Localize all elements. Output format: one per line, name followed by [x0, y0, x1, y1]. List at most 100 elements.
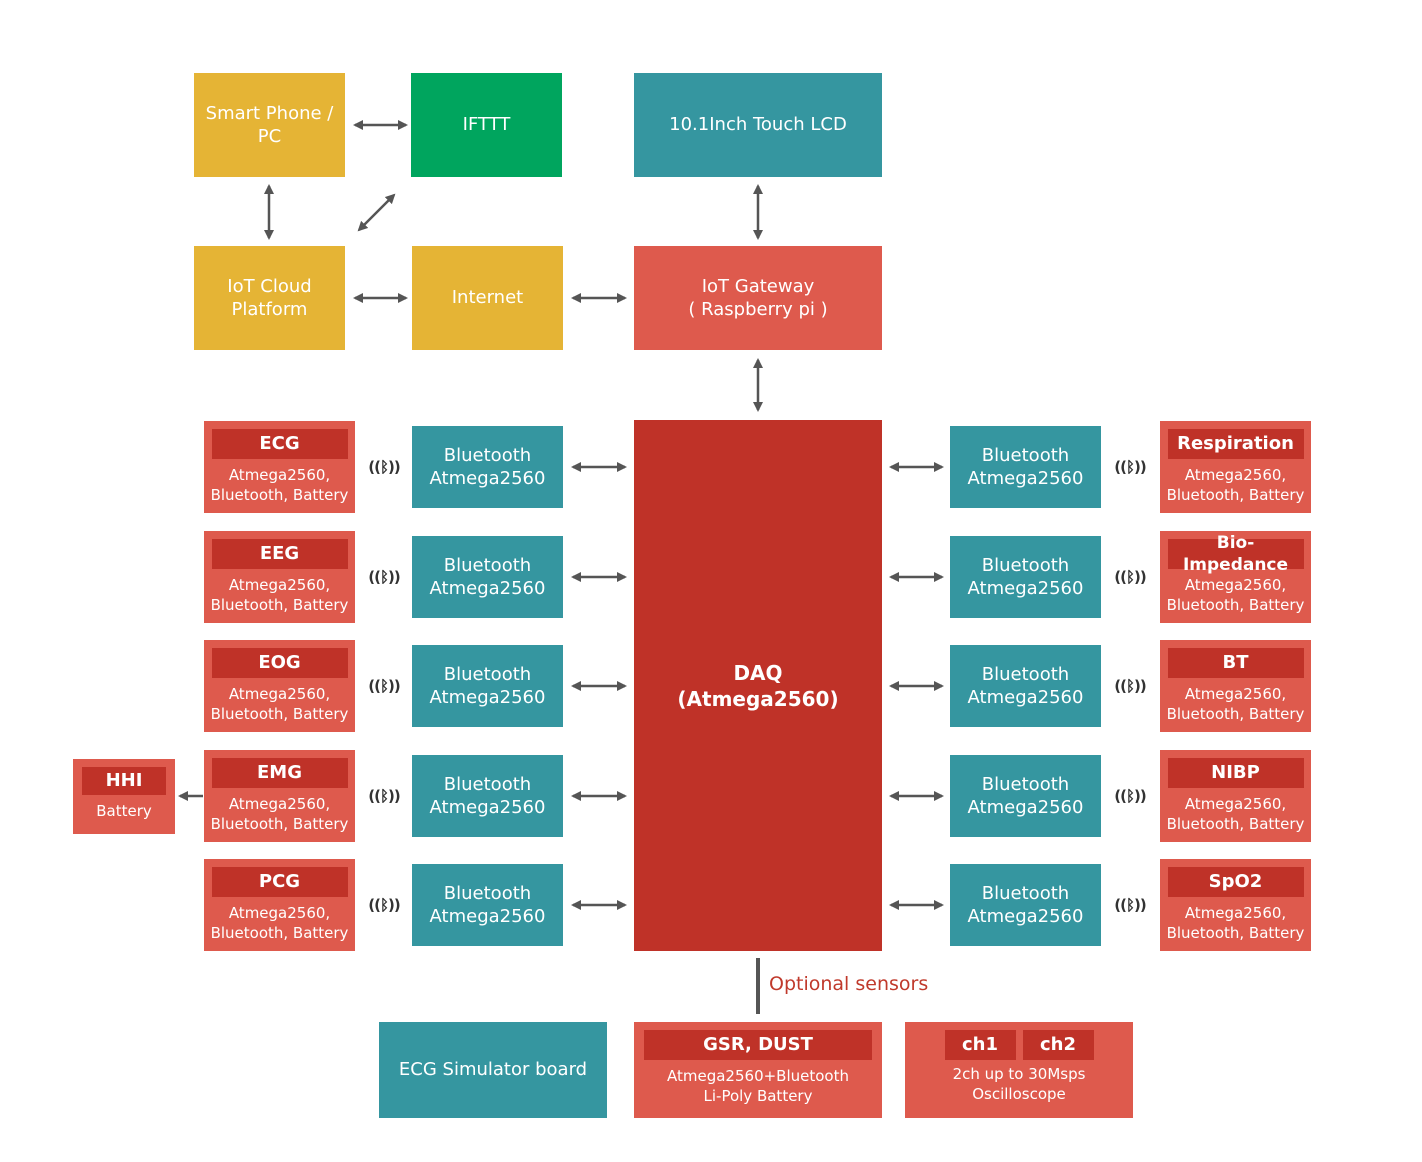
iot-cloud-box: IoT Cloud Platform [194, 246, 345, 350]
sensor-sub-line1: Atmega2560, [228, 466, 331, 484]
bt-module-line1: Bluetooth [443, 444, 532, 466]
sensor-sub-line1: Atmega2560, [228, 904, 331, 922]
sensor-sub-line1: Atmega2560, [228, 576, 331, 594]
bt-module-line1: Bluetooth [981, 444, 1070, 466]
bluetooth-wireless-icon: ((ᛒ)) [368, 896, 400, 914]
bt-module-line2: Atmega2560 [429, 797, 546, 818]
sensor-sub-line2: Bluetooth, Battery [210, 486, 349, 505]
arrow-cloud-ifttt [357, 193, 396, 232]
optional-sensors-label: Optional sensors [769, 973, 929, 995]
sensor-sub-line1: Atmega2560, [1184, 904, 1287, 922]
sensor-sub-line2: Bluetooth, Battery [1166, 815, 1305, 834]
sensor-ecg: ECG Atmega2560, Bluetooth, Battery [204, 421, 355, 513]
bluetooth-wireless-icon: ((ᛒ)) [1114, 896, 1146, 914]
bluetooth-wireless-icon: ((ᛒ)) [368, 787, 400, 805]
iot-cloud-label: IoT Cloud Platform [227, 275, 312, 320]
gateway-line2: ( Raspberry pi ) [688, 299, 828, 320]
sensor-sub-line2: Bluetooth, Battery [210, 924, 349, 943]
sensor-title: EOG [211, 648, 348, 678]
sensor-title: PCG [211, 867, 348, 897]
bt-module-line2: Atmega2560 [429, 468, 546, 489]
bluetooth-wireless-icon: ((ᛒ)) [368, 458, 400, 476]
sensor-sub-line1: Atmega2560, [1184, 795, 1287, 813]
bt-module-line2: Atmega2560 [967, 687, 1084, 708]
sensor-bio-impedance: Bio-Impedance Atmega2560,Bluetooth, Batt… [1160, 531, 1311, 623]
osc-line2: Oscilloscope [972, 1085, 1066, 1104]
sensor-sub-line2: Bluetooth, Battery [210, 596, 349, 615]
hhi-title: HHI [82, 767, 166, 795]
ch2-label: ch2 [1022, 1030, 1094, 1060]
bt-module-line1: Bluetooth [443, 554, 532, 576]
bluetooth-wireless-icon: ((ᛒ)) [1114, 787, 1146, 805]
sensor-sub-line1: Atmega2560, [1184, 685, 1287, 703]
sensor-sub-line2: Bluetooth, Battery [1166, 486, 1305, 505]
bt-module-line1: Bluetooth [443, 773, 532, 795]
gsr-dust-title: GSR, DUST [644, 1030, 872, 1060]
bt-module-line1: Bluetooth [981, 773, 1070, 795]
sensor-sub-line2: Bluetooth, Battery [210, 705, 349, 724]
sensor-sub-line2: Bluetooth, Battery [1166, 924, 1305, 943]
sensor-spo2: SpO2 Atmega2560, Bluetooth, Battery [1160, 859, 1311, 951]
iot-gateway-box: IoT Gateway ( Raspberry pi ) [634, 246, 882, 350]
gsr-line1: Atmega2560+Bluetooth [667, 1067, 849, 1085]
sensor-title: EEG [211, 539, 348, 569]
bt-module-line2: Atmega2560 [967, 578, 1084, 599]
bt-module-line2: Atmega2560 [429, 906, 546, 927]
lcd-label: 10.1Inch Touch LCD [669, 114, 847, 136]
sensor-sub-line1: Atmega2560, [1184, 466, 1287, 484]
sensor-nibp: NIBP Atmega2560, Bluetooth, Battery [1160, 750, 1311, 842]
sensor-sub-line1: Atmega2560, [228, 795, 331, 813]
sensor-sub-line2: Bluetooth, Battery [1166, 705, 1305, 724]
smartphone-label: Smart Phone / PC [205, 102, 334, 147]
sensor-title: Bio-Impedance [1167, 533, 1304, 575]
sensor-pcg: PCG Atmega2560, Bluetooth, Battery [204, 859, 355, 951]
sensor-title: NIBP [1167, 758, 1304, 788]
osc-line1: 2ch up to 30Msps [952, 1065, 1086, 1083]
bt-module-line1: Bluetooth [443, 663, 532, 685]
bluetooth-wireless-icon: ((ᛒ)) [368, 568, 400, 586]
sensor-sub-line2: Bluetooth, Battery [210, 815, 349, 834]
sensor-sub-line1: Atmega2560, [1184, 576, 1287, 594]
bluetooth-wireless-icon: ((ᛒ)) [368, 677, 400, 695]
hhi-sub: Battery [96, 802, 152, 820]
sensor-title: ECG [211, 429, 348, 459]
ecg-simulator-label: ECG Simulator board [398, 1059, 588, 1081]
bt-module-line2: Atmega2560 [967, 797, 1084, 818]
bt-module-line1: Bluetooth [443, 882, 532, 904]
sensor-eog: EOG Atmega2560, Bluetooth, Battery [204, 640, 355, 732]
sensor-respiration: Respiration Atmega2560, Bluetooth, Batter… [1160, 421, 1311, 513]
ecg-simulator-box: ECG Simulator board [379, 1022, 607, 1118]
internet-label: Internet [451, 287, 524, 309]
bt-module-line2: Atmega2560 [967, 906, 1084, 927]
sensor-title: SpO2 [1167, 867, 1304, 897]
bt-module-line1: Bluetooth [981, 663, 1070, 685]
bt-module-line2: Atmega2560 [967, 468, 1084, 489]
bluetooth-wireless-icon: ((ᛒ)) [1114, 458, 1146, 476]
bt-module-line1: Bluetooth [981, 882, 1070, 904]
gsr-line2: Li-Poly Battery [703, 1087, 813, 1106]
daq-box: DAQ (Atmega2560) [634, 420, 882, 951]
sensor-title: EMG [211, 758, 348, 788]
internet-box: Internet [412, 246, 563, 350]
sensor-title: Respiration [1167, 429, 1304, 459]
hhi-box: HHI Battery [73, 759, 175, 834]
sensor-emg: EMG Atmega2560, Bluetooth, Battery [204, 750, 355, 842]
gateway-line1: IoT Gateway [701, 275, 815, 297]
ch1-label: ch1 [944, 1030, 1016, 1060]
bt-module-line2: Atmega2560 [429, 578, 546, 599]
sensor-sub-line1: Atmega2560, [228, 685, 331, 703]
sensor-title: BT [1167, 648, 1304, 678]
